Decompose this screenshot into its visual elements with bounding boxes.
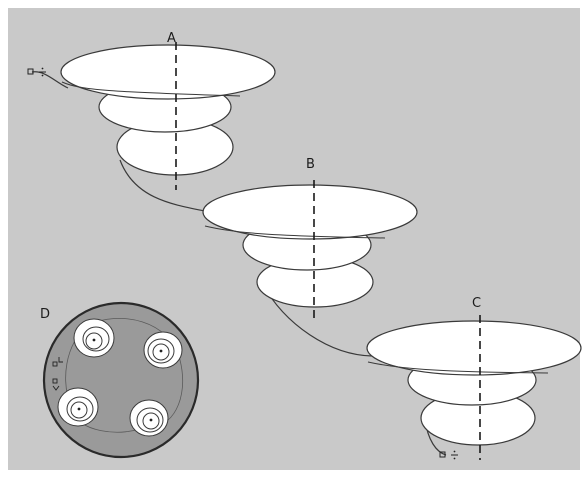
square-with-divide-icon: [439, 450, 458, 460]
disc-d: D: [40, 301, 200, 459]
disc-d-spiral-top-right: [143, 331, 183, 369]
disc-d-side-markers: [52, 357, 63, 391]
helix-b-loop-1: [202, 184, 418, 240]
label-d: D: [40, 307, 50, 322]
label-b: B: [306, 157, 315, 172]
connector-a-b: [119, 159, 211, 213]
helix-a-loop-1: [60, 44, 276, 100]
disc-d-spiral-bottom-right: [129, 399, 169, 437]
helix-c-loop-1: [366, 320, 582, 376]
label-c: C: [472, 296, 481, 311]
disc-d-spiral-top-left: [73, 318, 115, 358]
disc-d-spiral-bottom-left: [57, 387, 99, 427]
helix-b-inner-line: [204, 225, 386, 239]
helix-a: A: [60, 31, 276, 190]
helix-c-inner-line: [367, 361, 549, 374]
helix-a-inner-line: [61, 81, 241, 97]
square-with-divide-icon: [27, 67, 46, 77]
label-a: A: [167, 31, 176, 46]
helix-c: C: [366, 296, 582, 460]
helix-b: B: [202, 157, 418, 322]
entry-curve: [31, 71, 69, 89]
disc-d-rim: [42, 301, 200, 459]
